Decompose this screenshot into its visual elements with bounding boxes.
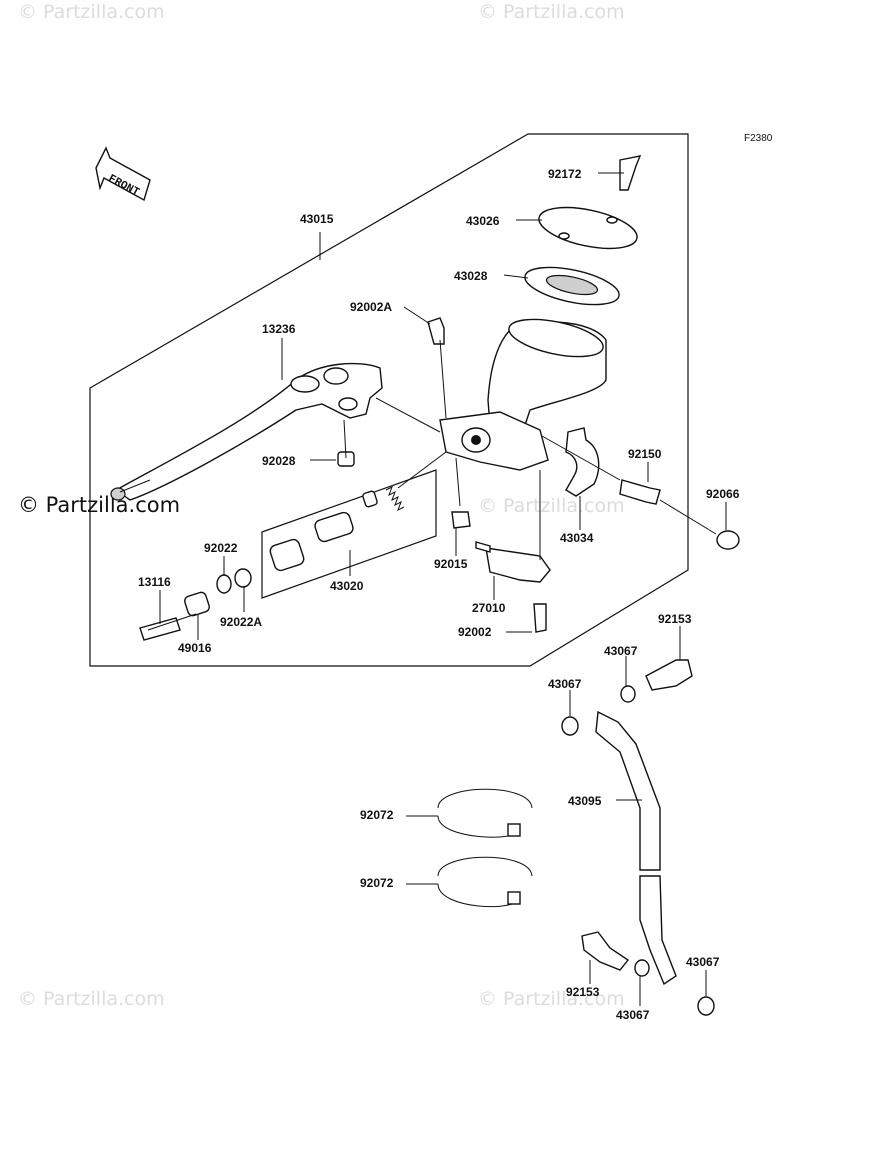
- callout-43026: 43026: [466, 214, 500, 228]
- callout-13236: 13236: [262, 322, 296, 336]
- callout-49016: 49016: [178, 641, 212, 655]
- callout-43028: 43028: [454, 269, 488, 283]
- bolt-92002A: [427, 317, 445, 345]
- master-cylinder-body: [439, 318, 607, 471]
- band-92072-a: [437, 788, 533, 838]
- screw-92002: [533, 603, 547, 633]
- callout-92153-top: 92153: [658, 612, 692, 626]
- push-rod-13116: [139, 617, 181, 641]
- watermark-top-left: © Partzilla.com: [18, 1, 165, 23]
- diaphragm-43028: [524, 266, 620, 306]
- callout-92072-a: 92072: [360, 808, 394, 822]
- figure-code: F2380: [744, 133, 773, 144]
- callout-92002: 92002: [458, 625, 492, 639]
- watermark-middle-left: © Partzilla.com: [18, 493, 180, 517]
- piston-kit-43020: [261, 469, 437, 599]
- callout-43067-b: 43067: [548, 677, 582, 691]
- band-92072-b: [437, 856, 533, 908]
- washer-43067-b: [561, 716, 579, 736]
- callout-92153-bottom: 92153: [566, 985, 600, 999]
- callout-92022A: 92022A: [220, 615, 262, 629]
- leader-lines: [119, 172, 727, 1006]
- callout-92150: 92150: [628, 447, 662, 461]
- callout-43095: 43095: [568, 794, 602, 808]
- callout-43067-a: 43067: [604, 644, 638, 658]
- callout-43020: 43020: [330, 579, 364, 593]
- banjo-bolt-92153-bottom: [581, 931, 630, 971]
- callout-43067-d: 43067: [616, 1008, 650, 1022]
- callout-13116: 13116: [138, 575, 171, 589]
- watermark-top-center: © Partzilla.com: [478, 1, 625, 23]
- front-direction-arrow: FRONT: [95, 146, 151, 202]
- cap-43026: [538, 206, 638, 250]
- watermark-middle-center: © Partzilla.com: [478, 495, 625, 517]
- callout-92028: 92028: [262, 454, 296, 468]
- washer-43067-c: [634, 959, 650, 977]
- callout-92072-b: 92072: [360, 876, 394, 890]
- cap-92066: [716, 530, 740, 550]
- boot-49016: [184, 591, 210, 617]
- bush-92015: [451, 511, 471, 529]
- bolt-92150: [619, 479, 661, 505]
- lever-13236: [110, 362, 383, 501]
- clamp-43034: [565, 427, 600, 497]
- ring-92022: [216, 568, 252, 594]
- callout-27010: 27010: [472, 601, 506, 615]
- banjo-bolt-92153-top: [645, 659, 693, 691]
- callout-43067-c: 43067: [686, 955, 720, 969]
- watermark-bottom-center: © Partzilla.com: [478, 988, 625, 1010]
- callout-43015: 43015: [300, 212, 334, 226]
- callout-92172: 92172: [548, 167, 582, 181]
- callout-92066: 92066: [706, 487, 740, 501]
- brake-hose-43095: [595, 710, 677, 986]
- washer-43067-a: [620, 685, 636, 703]
- screw-92172: [619, 155, 642, 191]
- washer-43067-d: [697, 996, 715, 1016]
- callout-92022: 92022: [204, 541, 238, 555]
- callout-43034: 43034: [560, 531, 594, 545]
- callout-92002A: 92002A: [350, 300, 392, 314]
- callout-92015: 92015: [434, 557, 468, 571]
- assembly-frame-43015: [89, 133, 689, 667]
- switch-27010: [475, 541, 551, 583]
- watermark-bottom-left: © Partzilla.com: [18, 988, 165, 1010]
